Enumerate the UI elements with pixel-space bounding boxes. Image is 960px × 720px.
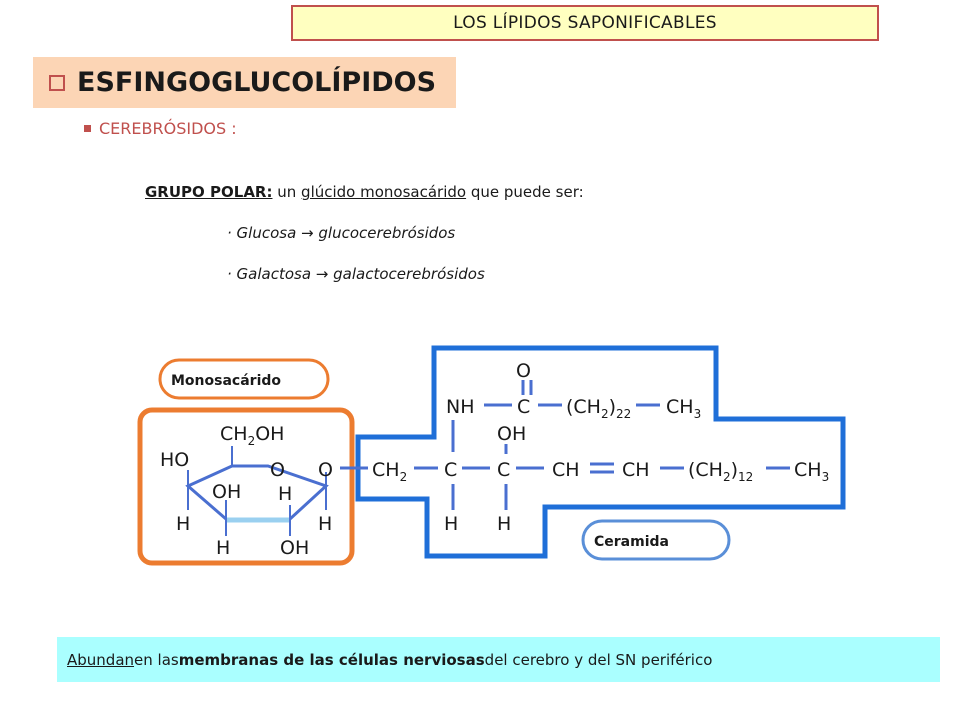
atom-oh: OH [212,481,241,503]
atom-h: H [318,513,332,535]
footer-bold: membranas de las células nerviosas [178,650,485,669]
atom-link-o: O [318,459,333,481]
option-prefix: · Glucosa [227,224,302,242]
atom-ch3: CH3 [794,459,829,484]
section-title-box: ESFINGOGLUCOLÍPIDOS [33,57,456,108]
option-result: glucocerebrósidos [313,224,456,242]
subsection-title: CEREBRÓSIDOS : [99,119,237,138]
atom-oh: OH [497,423,526,445]
ceramida-label: Ceramida [594,534,669,550]
polar-text-after: que puede ser: [466,183,584,201]
arrow-right-icon: → [301,224,314,242]
section-title: ESFINGOGLUCOLÍPIDOS [77,67,437,98]
ceramida-outline [355,345,846,559]
option-glucosa: · Glucosa → glucocerebrósidos [227,224,455,242]
atom-ch2oh: CH2OH [220,423,284,448]
atom-oh: OH [280,537,309,559]
sugar-ring [185,446,329,536]
footer-text-1: en las [134,650,179,669]
square-bullet-icon [84,125,91,132]
atom-ch2-12: (CH2)12 [688,459,753,484]
atom-carbonyl-o: O [516,360,531,382]
subsection-heading: CEREBRÓSIDOS : [84,119,237,138]
atom-nh: NH [446,396,475,418]
atom-c: C [444,459,457,481]
atom-h: H [497,513,511,535]
atom-ring-o: O [270,459,285,481]
monosacarido-box [137,407,355,566]
atom-h: H [176,513,190,535]
atom-h: H [444,513,458,535]
option-galactosa: · Galactosa → galactocerebrósidos [227,265,485,283]
atom-ch3: CH3 [666,396,701,421]
checkbox-bullet-icon [49,74,65,91]
atom-h: H [278,483,292,505]
ceramida-label-box [581,519,731,561]
arrow-right-icon: → [315,265,329,283]
footer-abundan: Abundan [67,650,135,669]
polar-underlined: glúcido monosacárido [301,183,467,201]
atom-ch2-22: (CH2)22 [566,396,631,421]
ring-bonds [185,464,329,521]
footer-note: Abundan en las membranas de las células … [57,637,940,682]
polar-group-line: GRUPO POLAR: un glúcido monosacárido que… [145,183,584,201]
atom-c: C [517,396,530,418]
atom-ch: CH [622,459,650,481]
header-title: LOS LÍPIDOS SAPONIFICABLES [453,13,717,33]
polar-label: GRUPO POLAR: [145,183,273,201]
atom-c: C [497,459,510,481]
atom-h: H [216,537,230,559]
option-prefix: · Galactosa [227,265,316,283]
atom-ch: CH [552,459,580,481]
option-result: galactocerebrósidos [328,265,485,283]
polar-text-before: un [272,183,302,201]
header-banner: LOS LÍPIDOS SAPONIFICABLES [291,5,879,41]
monosacarido-label: Monosacárido [171,373,281,389]
atom-ho: HO [160,449,189,471]
monosacarido-label-box [158,358,330,400]
footer-text-2: del cerebro y del SN periférico [484,650,713,669]
atom-ch2: CH2 [372,459,407,484]
